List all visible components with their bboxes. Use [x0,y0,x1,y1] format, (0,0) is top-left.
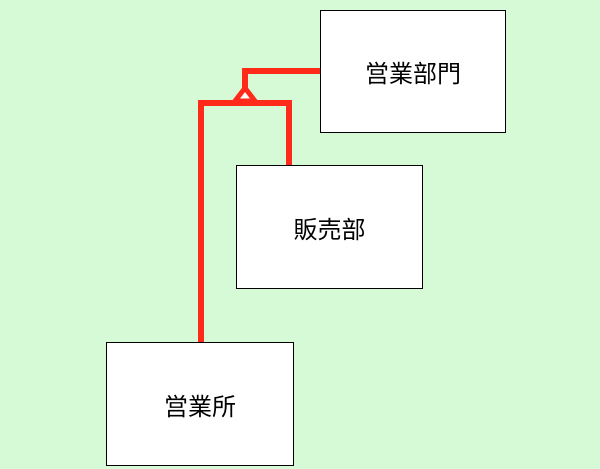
entity-box-child-office[interactable]: 営業所 [106,342,294,466]
entity-box-child-sales[interactable]: 販売部 [236,165,423,289]
children-connector [198,100,292,342]
entity-label: 営業所 [164,392,236,421]
generalization-triangle [229,83,261,104]
parent-connector [242,68,320,88]
entity-label: 販売部 [293,215,366,244]
entity-box-parent[interactable]: 営業部門 [320,10,506,133]
entity-label: 営業部門 [365,60,461,88]
